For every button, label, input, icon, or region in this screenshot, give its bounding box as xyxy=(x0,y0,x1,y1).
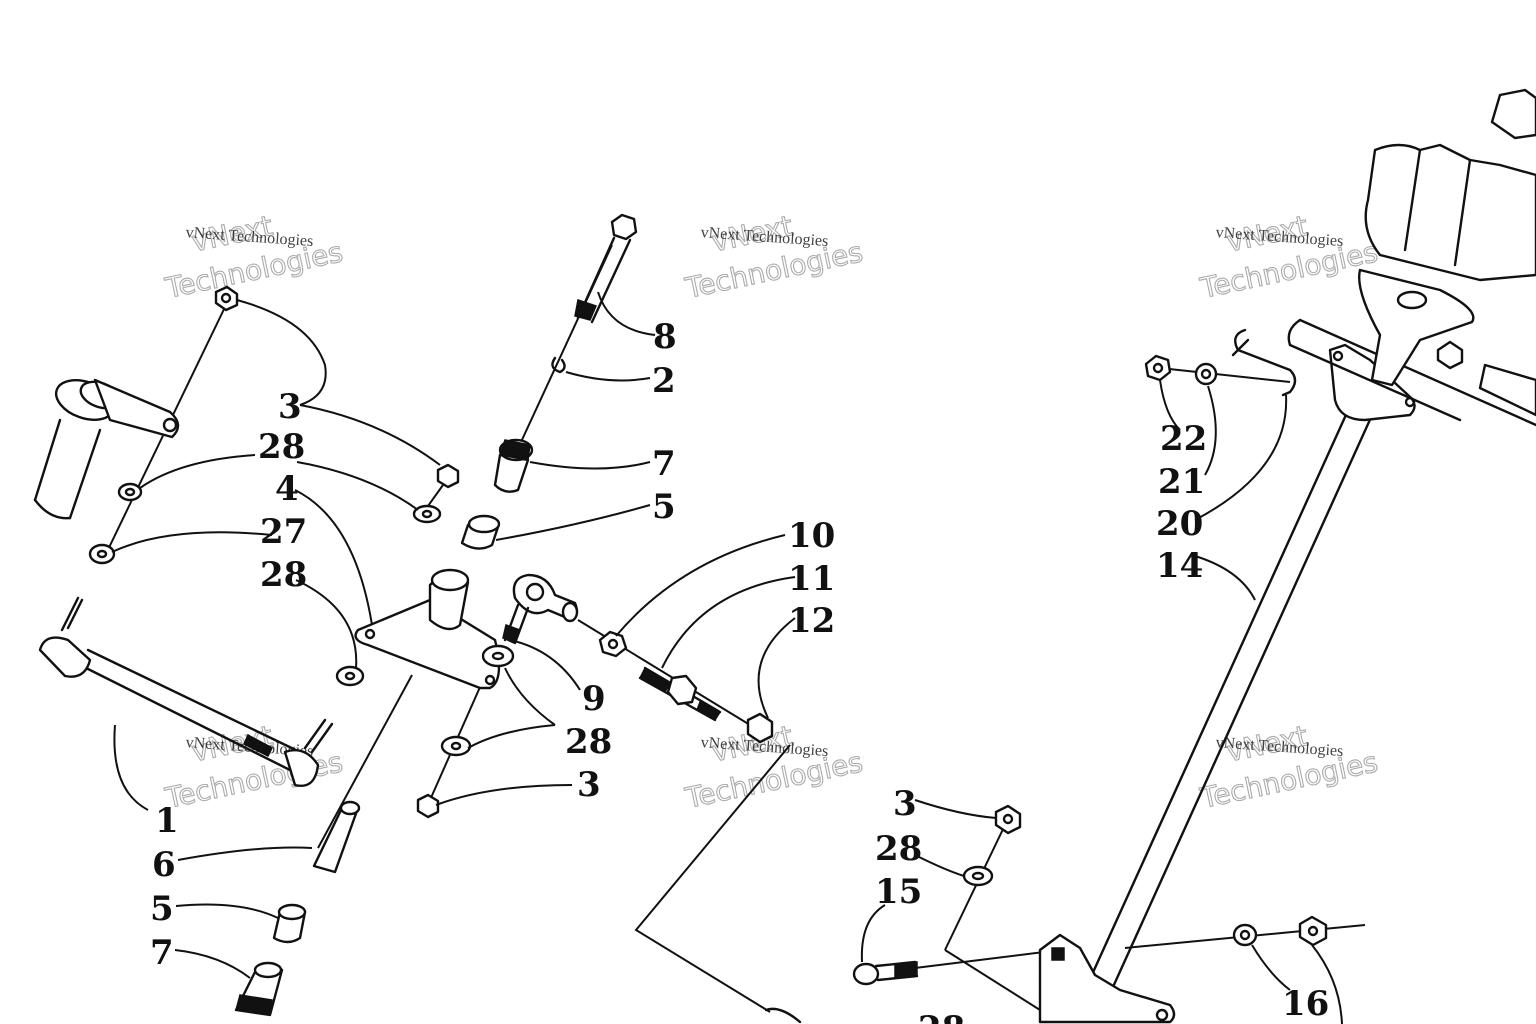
callout-5: 5 xyxy=(652,487,676,527)
callout-21: 21 xyxy=(1158,462,1205,502)
washer xyxy=(440,735,472,757)
callout-6: 6 xyxy=(152,845,176,885)
leader-lines xyxy=(111,291,1343,1024)
carriage-bolt-part xyxy=(852,960,919,986)
assembly-axes xyxy=(102,244,1366,1013)
hex-nut-top-left xyxy=(214,285,239,312)
callout-9: 9 xyxy=(582,679,606,719)
washer-hole xyxy=(124,487,136,497)
wire-clip-hook xyxy=(1231,338,1250,357)
hex-nut xyxy=(1144,354,1172,382)
callout-3: 3 xyxy=(577,765,601,805)
washer xyxy=(88,543,116,565)
hex-nut xyxy=(1298,915,1328,947)
washer xyxy=(412,504,442,524)
washer-hole xyxy=(491,651,505,661)
callout-15: 15 xyxy=(875,872,922,912)
washer-hole xyxy=(1200,368,1212,380)
washer-hole xyxy=(421,509,433,519)
watermark-top-left: vNext Technologies xyxy=(161,209,346,306)
callout-11: 11 xyxy=(788,559,835,599)
callout-28: 28 xyxy=(918,1009,965,1024)
tie-rod-part xyxy=(38,596,334,787)
cap-lower-part xyxy=(234,961,284,1017)
bushing-upper-part xyxy=(460,514,501,550)
callout-16: 16 xyxy=(1282,984,1329,1024)
crossbar-part xyxy=(1287,318,1536,427)
washer-hole xyxy=(450,741,462,751)
watermark-bottom-left: vNext Technologies xyxy=(161,719,346,816)
washer xyxy=(117,482,143,502)
bracket-plate-part xyxy=(354,568,501,690)
callout-8: 8 xyxy=(653,317,677,357)
washer xyxy=(962,865,994,887)
callout-28: 28 xyxy=(260,555,307,595)
spacer-tube-part xyxy=(312,800,361,874)
hex-nut xyxy=(746,712,774,744)
callout-7: 7 xyxy=(150,933,174,973)
callout-10: 10 xyxy=(788,516,835,556)
adjuster-stud-part xyxy=(638,666,722,722)
hex-nut xyxy=(1436,340,1464,370)
callout-5: 5 xyxy=(150,889,174,929)
watermark-top-right: vNext Technologies xyxy=(1196,209,1381,306)
callout-7: 7 xyxy=(652,444,676,484)
hex-nut xyxy=(994,804,1022,835)
hex-nut xyxy=(416,793,440,819)
callout-20: 20 xyxy=(1156,504,1203,544)
hex-nut xyxy=(598,630,628,658)
steering-hub-part xyxy=(1358,88,1536,387)
steering-column-part xyxy=(1038,343,1416,1024)
watermark-top-center: vNext Technologies xyxy=(681,209,866,306)
callout-1: 1 xyxy=(155,801,179,841)
callout-28: 28 xyxy=(875,829,922,869)
watermark-bottom-right: vNext Technologies xyxy=(1196,719,1381,816)
callout-3: 3 xyxy=(893,784,917,824)
callout-3: 3 xyxy=(278,387,302,427)
washer xyxy=(335,665,365,687)
washer xyxy=(1194,362,1218,386)
nut-hole xyxy=(1002,813,1014,825)
cotter-clip-part xyxy=(551,356,566,374)
ball-joint-part xyxy=(502,573,579,645)
wire-clip-part xyxy=(1234,328,1297,397)
washer-hole xyxy=(344,671,356,681)
washer-hole xyxy=(971,871,985,881)
steering-arm-part xyxy=(33,378,180,520)
callout-14: 14 xyxy=(1156,546,1203,586)
callout-labels: 3 28 4 27 28 28 3 1 6 5 7 8 2 7 5 9 10 1… xyxy=(150,317,1329,1024)
washer xyxy=(1232,923,1258,947)
callout-22: 22 xyxy=(1160,419,1207,459)
nut-hole xyxy=(607,638,619,650)
hex-nut xyxy=(436,463,460,489)
washer xyxy=(481,644,515,668)
callout-28: 28 xyxy=(258,427,305,467)
nut-hole xyxy=(1307,925,1319,937)
bolt-part xyxy=(574,213,638,324)
washer-hole xyxy=(96,549,108,559)
cap-upper-part xyxy=(493,438,534,493)
callout-27: 27 xyxy=(260,512,307,552)
washer-hole xyxy=(1239,929,1251,941)
bushing-lower-part xyxy=(272,903,307,944)
callout-28: 28 xyxy=(565,722,612,762)
nut-hole xyxy=(1152,362,1164,374)
callout-2: 2 xyxy=(652,361,676,401)
callout-4: 4 xyxy=(275,469,299,509)
lower-rod-part xyxy=(764,1007,802,1024)
callout-12: 12 xyxy=(788,601,835,641)
